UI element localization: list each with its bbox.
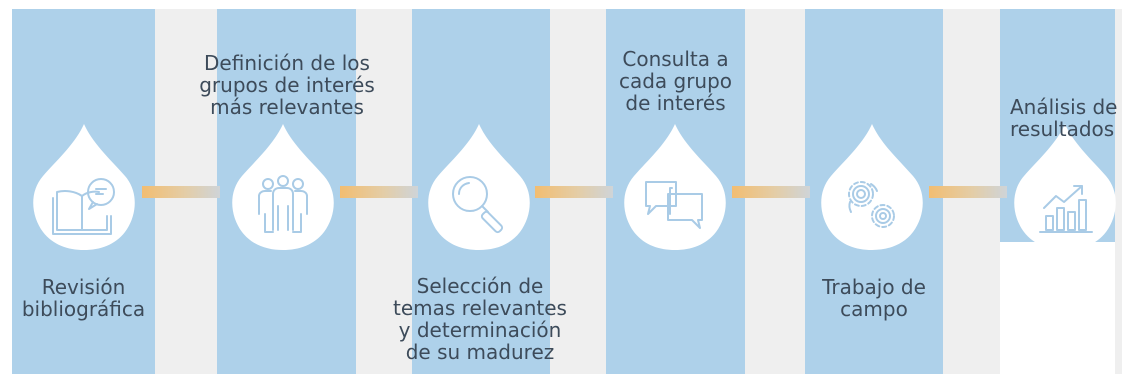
connector-5-6 bbox=[929, 186, 1007, 198]
step-2-label-line-1: Definición de los bbox=[204, 51, 370, 75]
background-band-gray-6 bbox=[1115, 9, 1122, 374]
step-1-label-line-2: bibliográfica bbox=[21, 297, 146, 321]
step-2-droplet bbox=[232, 122, 334, 252]
step-4-label-line-3: de interés bbox=[625, 91, 726, 115]
step-2-label-line-2: grupos de interés bbox=[199, 73, 375, 97]
step-6-label-line-1: Análisis de bbox=[1010, 96, 1118, 119]
step-3-label-line-3: y determinación bbox=[398, 318, 562, 342]
step-1-label-line-1: Revisión bbox=[41, 275, 126, 299]
connector-2-3 bbox=[340, 186, 418, 198]
step-3-label: Selección de temas relevantes y determin… bbox=[380, 275, 580, 363]
step-4-label-line-1: Consulta a bbox=[622, 47, 729, 71]
connector-3-4 bbox=[535, 186, 613, 198]
step-4-label-line-2: cada grupo bbox=[618, 69, 733, 93]
step-4-label: Consulta a cada grupo de interés bbox=[606, 48, 745, 114]
step-3-label-line-4: de su madurez bbox=[405, 340, 555, 364]
bar-chart-growth-icon bbox=[1039, 185, 1093, 233]
speech-bubbles-icon bbox=[645, 181, 703, 229]
step-2-label-line-3: más relevantes bbox=[210, 95, 364, 119]
step-6-label-line-2: resultados bbox=[1010, 117, 1115, 140]
step-3-label-line-2: temas relevantes bbox=[393, 296, 567, 320]
step-2-label: Definición de los grupos de interés más … bbox=[187, 52, 387, 118]
step-5-droplet bbox=[821, 122, 923, 252]
step-5-label-line-2: campo bbox=[840, 297, 908, 321]
magnifier-icon bbox=[452, 176, 504, 234]
step-3-label-line-1: Selección de bbox=[416, 274, 544, 298]
step-6-droplet bbox=[1014, 122, 1116, 252]
book-chat-icon bbox=[52, 178, 115, 235]
step-5-label-line-1: Trabajo de bbox=[822, 275, 926, 299]
step-5-label: Trabajo de campo bbox=[805, 276, 943, 320]
connector-4-5 bbox=[732, 186, 810, 198]
connector-1-2 bbox=[142, 186, 220, 198]
step-1-droplet bbox=[33, 122, 135, 252]
step-3-droplet bbox=[428, 122, 530, 252]
step-4-droplet bbox=[624, 122, 726, 252]
gears-icon bbox=[848, 181, 895, 228]
step-6-label: Análisis de resultados bbox=[1010, 96, 1122, 140]
people-group-icon bbox=[258, 175, 308, 233]
step-1-label: Revisión bibliográfica bbox=[12, 276, 155, 320]
